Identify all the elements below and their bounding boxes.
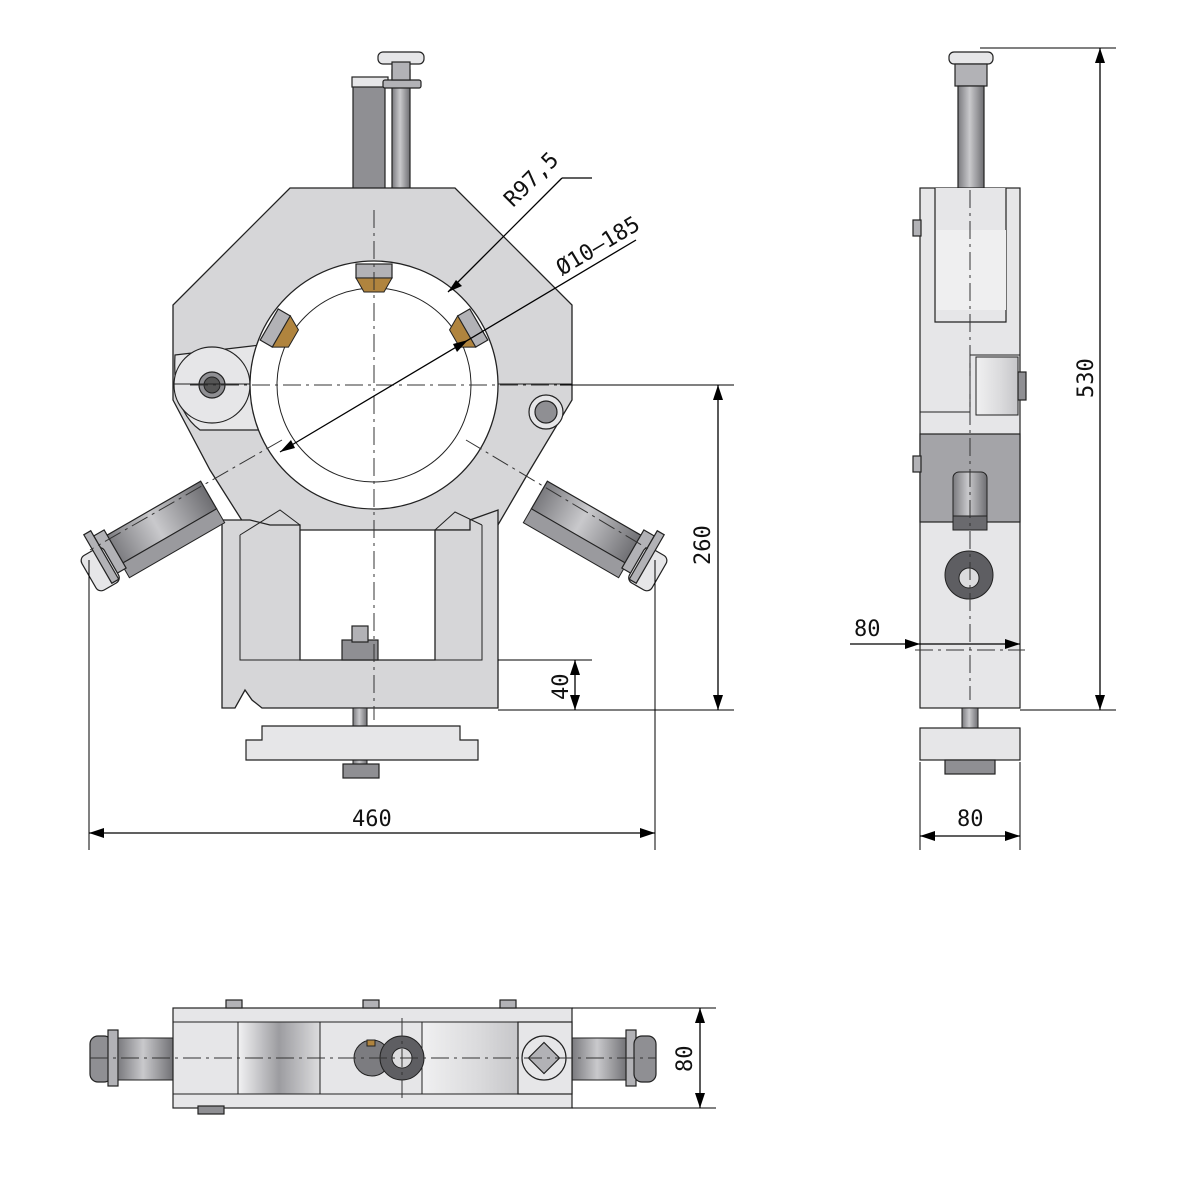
left-spindle xyxy=(80,480,226,592)
front-view xyxy=(80,51,668,779)
top-spindle xyxy=(351,51,425,191)
base-frame xyxy=(221,509,499,709)
right-spindle xyxy=(522,480,668,592)
jaw-left xyxy=(259,308,300,348)
jaw-right xyxy=(448,308,489,348)
base-40-label: 40 xyxy=(549,674,574,701)
top-80-label: 80 xyxy=(673,1046,698,1073)
diameter-label: Ø10–185 xyxy=(552,212,644,281)
right-screw xyxy=(528,394,564,430)
radius-label: R97,5 xyxy=(500,148,565,213)
bore-outer xyxy=(249,260,499,510)
side-view xyxy=(912,51,1027,775)
hinge-boss xyxy=(173,344,261,431)
side-80-label: 80 xyxy=(854,617,881,642)
bottom-80-label: 80 xyxy=(957,807,984,832)
top-view xyxy=(89,999,657,1115)
side-dimensions: 530 80 80 xyxy=(850,47,1116,850)
height-530-label: 530 xyxy=(1074,358,1099,398)
height-260-label: 260 xyxy=(691,525,716,565)
top-dimensions: 80 xyxy=(572,1007,716,1109)
foot-plate xyxy=(245,725,479,761)
width-460-label: 460 xyxy=(352,807,392,832)
